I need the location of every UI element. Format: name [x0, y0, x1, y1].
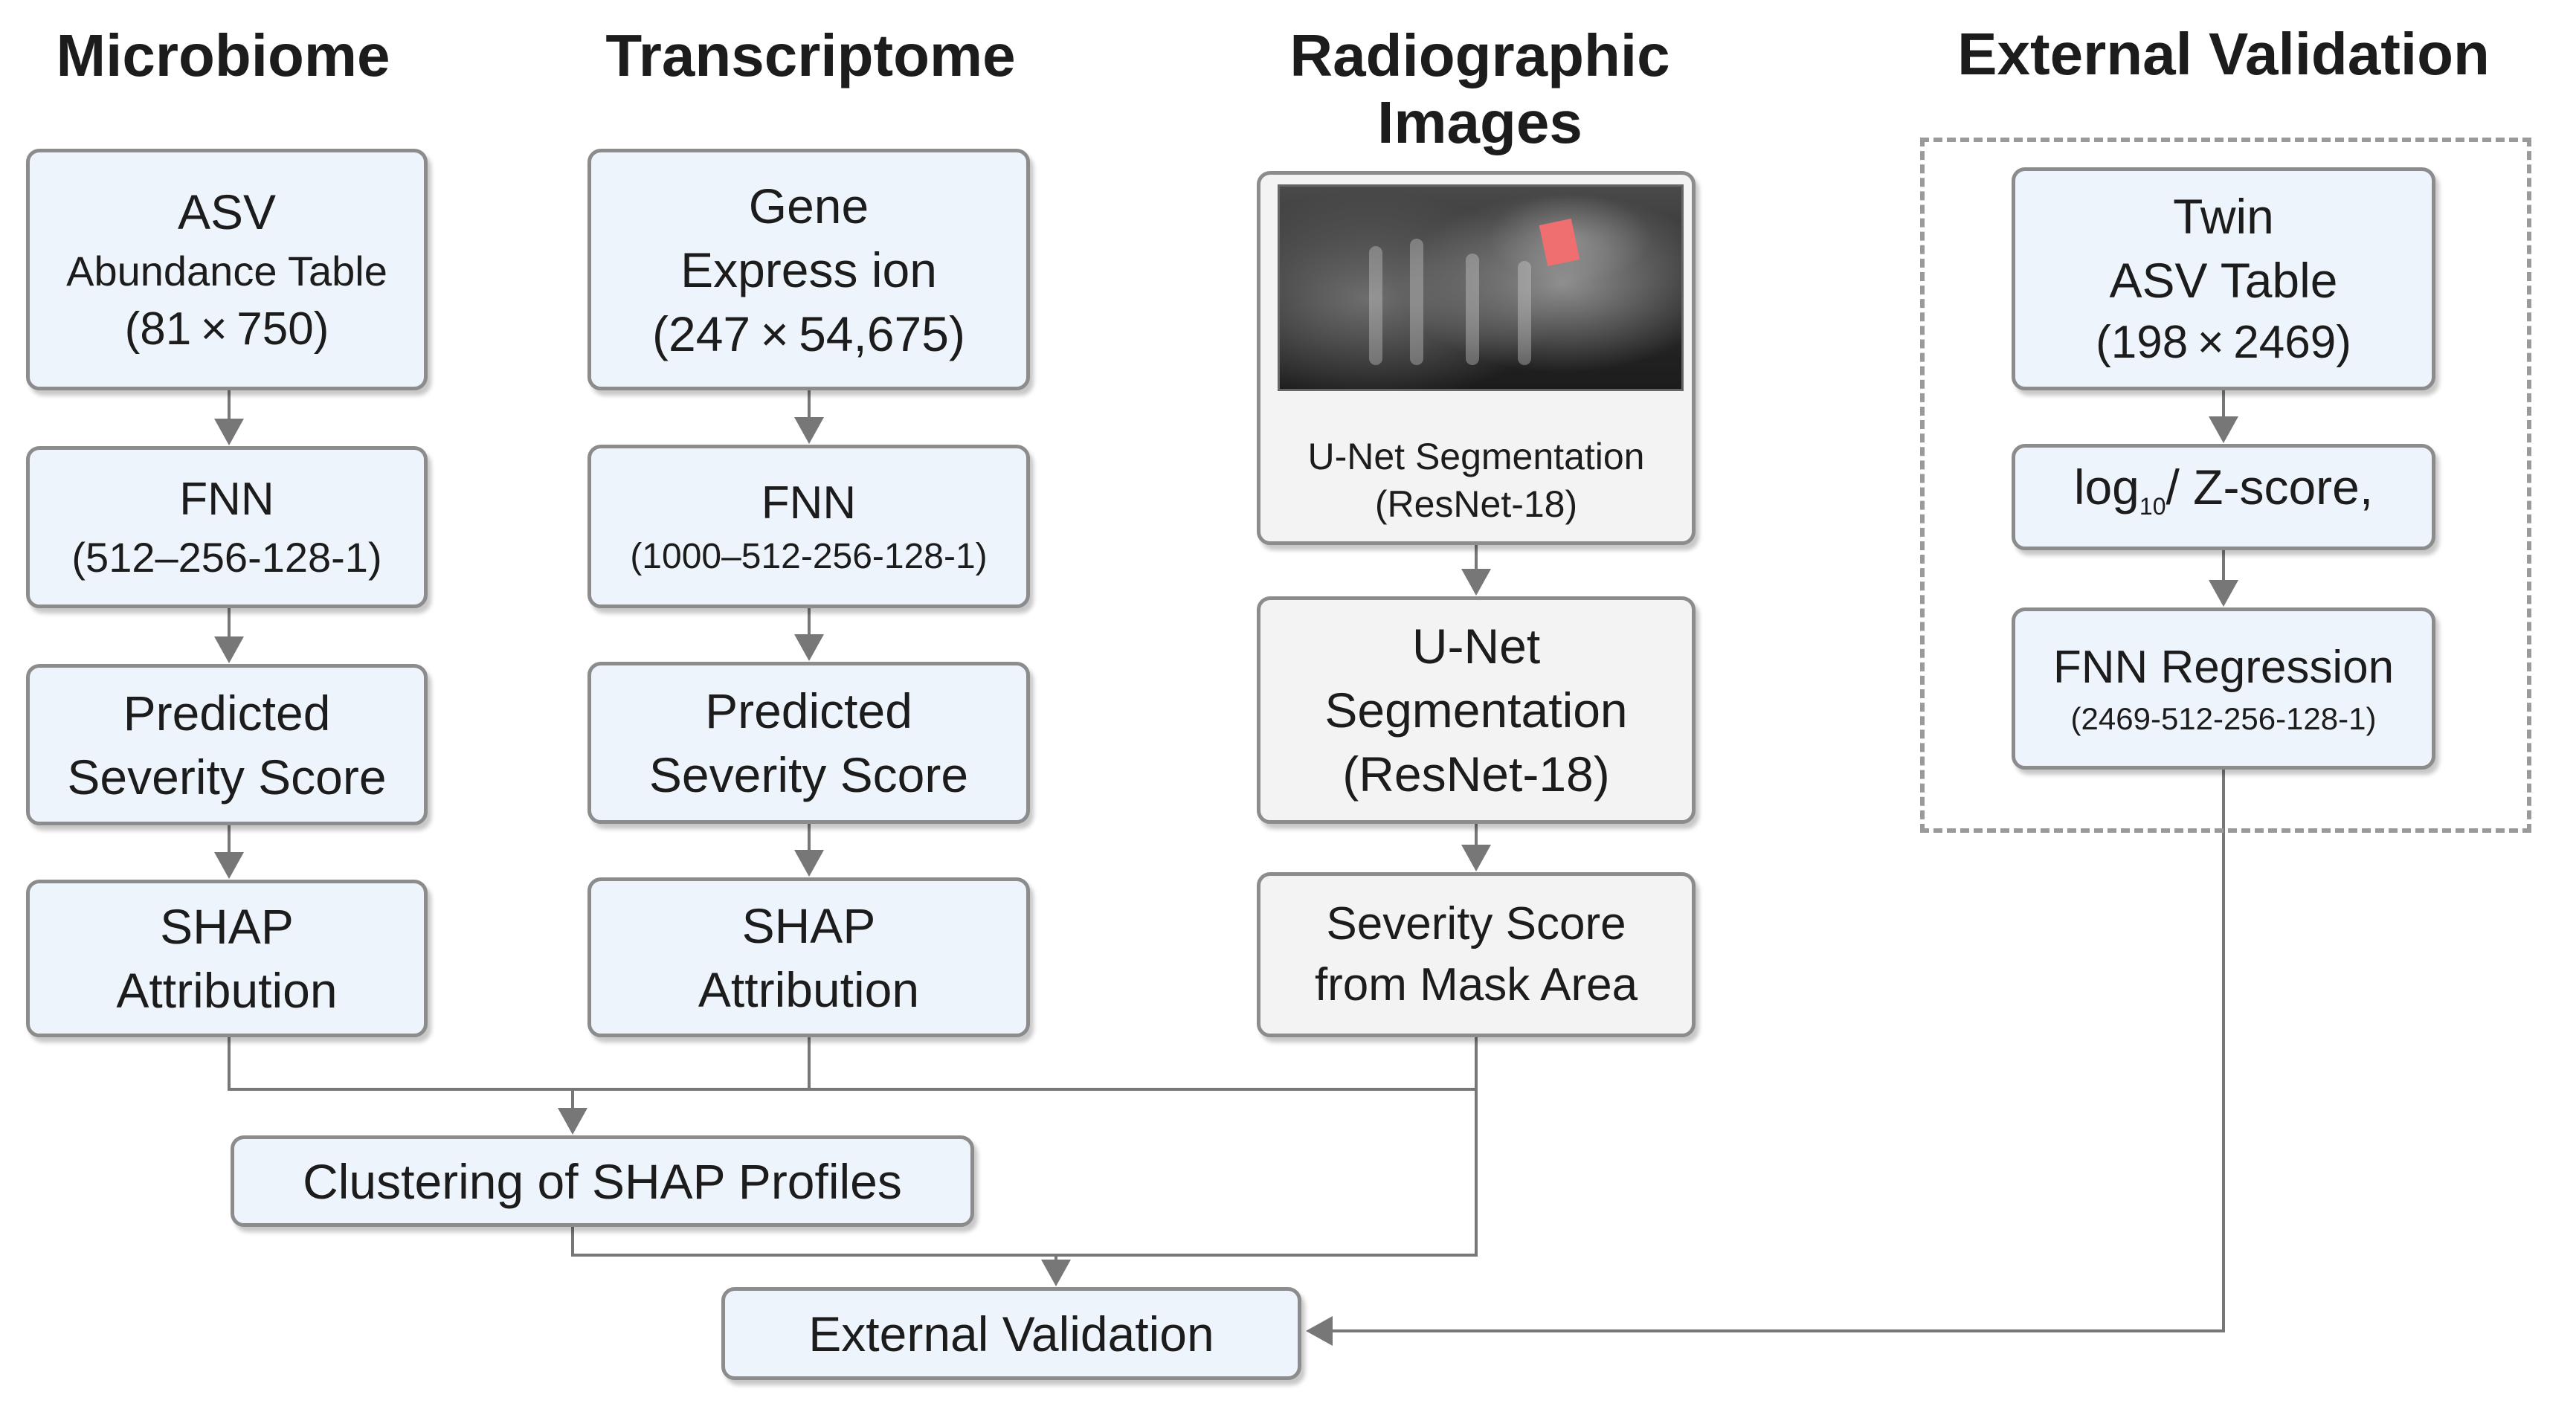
microbiome-input-box: ASV Abundance Table (81 × 750) [26, 149, 428, 390]
final-external-validation-box: External Validation [721, 1287, 1301, 1380]
transcriptome-shap-box: SHAP Attribution [587, 877, 1030, 1037]
column-title-external-validation: External Validation [1957, 21, 2490, 87]
microbiome-fnn-box: FNN (512–256-128-1) [26, 446, 428, 608]
column-title-transcriptome: Transcriptome [605, 22, 1016, 88]
external-fnn-box: FNN Regression (2469-512-256-128-1) [2012, 607, 2435, 770]
unet-segmentation-box: U-Net Segmentation (ResNet-18) [1257, 596, 1696, 824]
merge-line-shap [228, 1037, 1478, 1091]
clustering-box: Clustering of SHAP Profiles [231, 1135, 974, 1227]
twin-asv-table-box: Twin ASV Table (198 × 2469) [2012, 167, 2435, 390]
tooth-root [1466, 254, 1479, 365]
external-validation-group [1920, 138, 2531, 833]
transcriptome-fnn-box: FNN (1000–512-256-128-1) [587, 445, 1030, 608]
tooth-root [1410, 239, 1423, 365]
microbiome-prediction-box: Predicted Severity Score [26, 664, 428, 825]
microbiome-shap-box: SHAP Attribution [26, 880, 428, 1037]
tooth-root [1518, 261, 1531, 365]
tooth-root [1369, 246, 1382, 365]
transcriptome-input-box: Gene Express ion (247 × 54,675) [587, 149, 1030, 390]
log-zscore-label: log10/ Z-score, [2073, 460, 2374, 520]
dental-radiograph-image [1278, 184, 1684, 391]
column-title-microbiome: Microbiome [56, 22, 390, 88]
merge-line-final [571, 1089, 1478, 1257]
arrow-external-to-final [1306, 770, 2225, 1346]
transcriptome-prediction-box: Predicted Severity Score [587, 662, 1030, 824]
log-zscore-box: log10/ Z-score, [2012, 444, 2435, 550]
severity-from-mask-box: Severity Score from Mask Area [1257, 872, 1696, 1037]
